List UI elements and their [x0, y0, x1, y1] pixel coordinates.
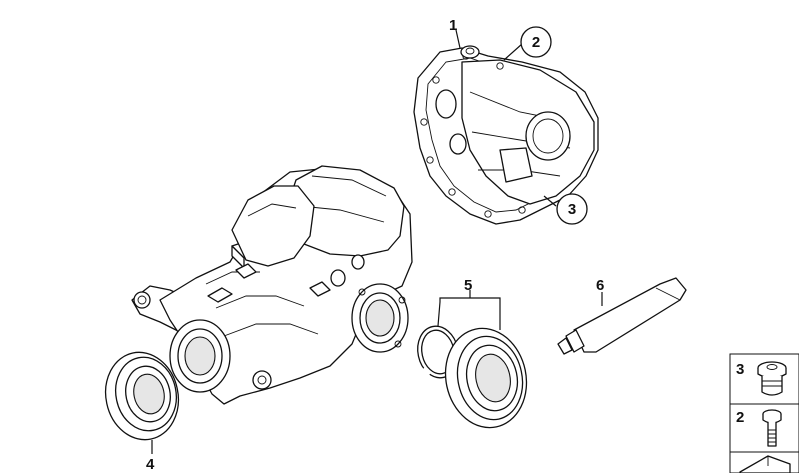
bolt-icon [762, 409, 782, 447]
legend-panel: 3 2 [729, 353, 799, 473]
legend-label-3: 3 [736, 361, 744, 378]
shaft-seal-right-part [444, 327, 528, 429]
differential-cover-part [413, 45, 599, 225]
callout-5: 5 [464, 277, 472, 294]
shaft-seal-left-part [104, 351, 180, 441]
sealant-tube-part [557, 277, 687, 355]
callout-4: 4 [146, 456, 155, 473]
differential-housing-part [131, 165, 413, 405]
callout-1: 1 [449, 17, 457, 34]
callout-3: 3 [568, 201, 576, 218]
callout-circle-2 [520, 26, 552, 58]
legend-label-2: 2 [736, 409, 744, 426]
callout-circle-3 [556, 193, 588, 225]
leader-lines [151, 29, 603, 454]
screw-plug-icon [757, 361, 787, 396]
callout-6: 6 [596, 277, 604, 294]
callout-2: 2 [532, 34, 540, 51]
